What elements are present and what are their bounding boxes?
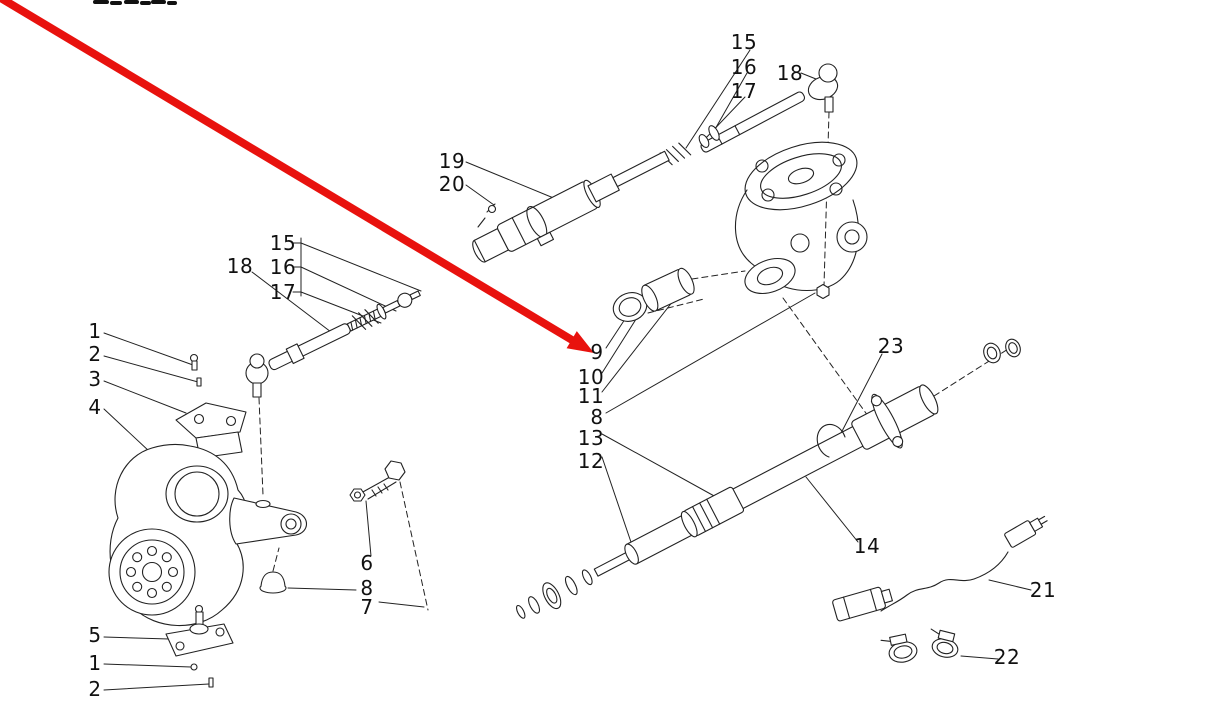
snap-ring-icon xyxy=(816,423,846,458)
part-label-17-a: 17 xyxy=(730,79,758,103)
part-label-5: 5 xyxy=(88,623,102,647)
part-label-15-b: 15 xyxy=(269,231,297,255)
part-label-2-a: 2 xyxy=(88,342,102,366)
steering-cylinder-top-drawing xyxy=(472,150,670,263)
part-label-7: 7 xyxy=(360,595,374,619)
part-label-3: 3 xyxy=(88,367,102,391)
part-label-14: 14 xyxy=(853,534,881,558)
part-label-18-b: 18 xyxy=(226,254,254,278)
part-label-19: 19 xyxy=(438,149,466,173)
sensor-cable-drawing xyxy=(832,515,1048,622)
part-label-9: 9 xyxy=(590,340,604,364)
part-label-21: 21 xyxy=(1029,578,1057,602)
bolt-and-nut-drawing xyxy=(349,460,406,502)
construction-lines xyxy=(258,111,1017,611)
part-label-12: 12 xyxy=(577,449,605,473)
cropped-text-artifact xyxy=(93,0,177,5)
part-label-15-a: 15 xyxy=(730,30,758,54)
connector-icon xyxy=(1004,515,1048,548)
part-label-11: 11 xyxy=(577,384,605,408)
kingpin-housing-drawing xyxy=(734,141,868,300)
part-label-18-a: 18 xyxy=(776,61,804,85)
part-label-13: 13 xyxy=(577,426,605,450)
red-arrow-head-icon xyxy=(566,331,594,353)
part-label-2-b: 2 xyxy=(88,677,102,701)
part-label-8-a: 8 xyxy=(590,405,604,429)
part-label-20: 20 xyxy=(438,172,466,196)
part-label-8-b: 8 xyxy=(360,576,374,600)
part-label-4: 4 xyxy=(88,395,102,419)
hose-clamps-drawing xyxy=(880,628,959,663)
part-label-22: 22 xyxy=(993,645,1021,669)
tie-rod-assembly-left-drawing xyxy=(245,290,421,398)
sensor-body-icon xyxy=(832,586,893,622)
part-label-1-a: 1 xyxy=(88,319,102,343)
power-cylinder-drawing xyxy=(515,338,1021,619)
part-label-23: 23 xyxy=(877,334,905,358)
part-label-6: 6 xyxy=(360,551,374,575)
steering-knuckle-drawing xyxy=(108,353,308,688)
part-label-10: 10 xyxy=(577,365,605,389)
kingpin-bushings-drawing xyxy=(612,267,695,322)
part-label-1-b: 1 xyxy=(88,651,102,675)
cap-drawing xyxy=(259,571,287,594)
part-label-17-b: 17 xyxy=(269,280,297,304)
leader-lines xyxy=(103,49,1032,691)
red-arrow-annotation xyxy=(0,0,594,353)
part-label-16-a: 16 xyxy=(730,55,758,79)
part-label-16-b: 16 xyxy=(269,255,297,279)
